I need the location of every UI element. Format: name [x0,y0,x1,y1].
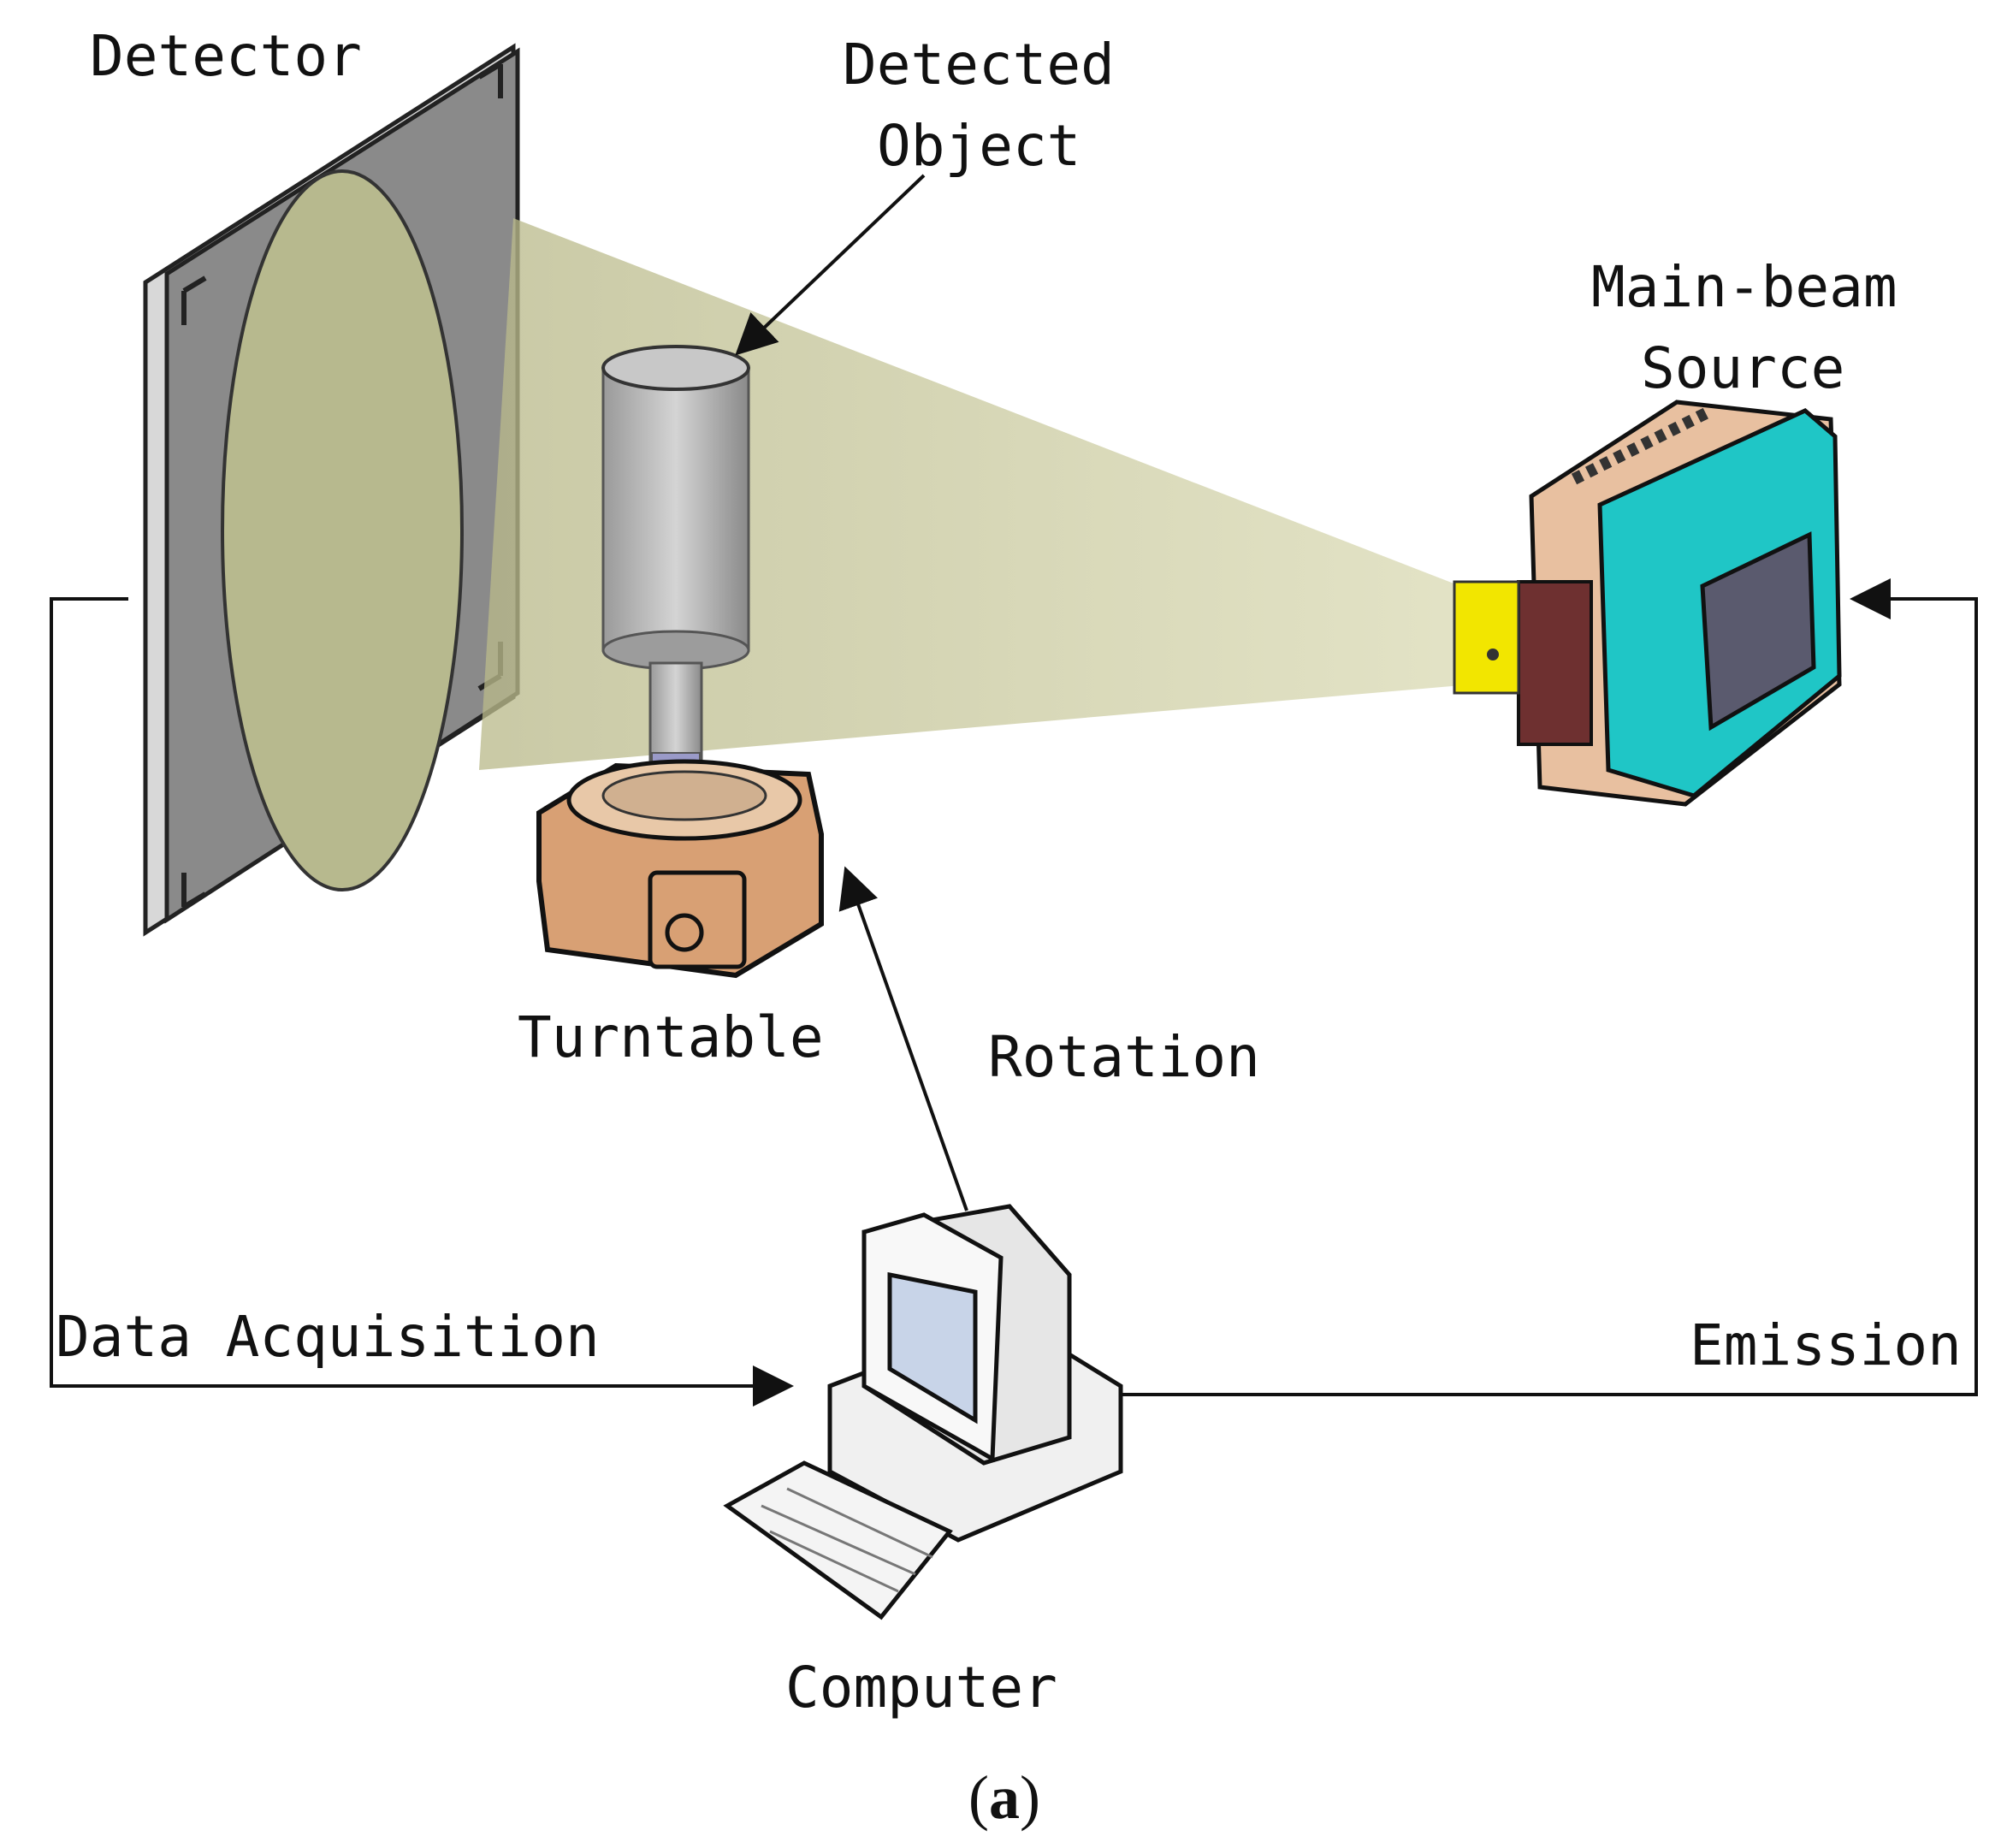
emission-line [1121,578,1978,1396]
detector-icon [143,43,520,937]
caption-letter: a [989,1763,1020,1832]
detector-label: Detector [90,23,362,89]
computer-label: Computer [785,1655,1057,1721]
object-pointer-arrow [735,174,926,356]
figure-caption: (a) [968,1763,1040,1832]
caption-open: ( [968,1763,989,1832]
data-acquisition-label: Data Acquisition [56,1304,600,1370]
data-acquisition-line [50,597,794,1407]
rotation-label: Rotation [988,1024,1260,1090]
caption-close: ) [1020,1763,1040,1832]
source-label-line1: Main-beam [1591,254,1898,320]
rotation-arrow [838,866,968,1211]
computer-icon [723,1204,1123,1620]
emission-label: Emission [1690,1312,1962,1378]
turntable-label: Turntable [518,1004,824,1070]
detected-object-label-line1: Detected [843,32,1115,98]
detected-object-label-line2: Object [877,113,1081,179]
source-label-line2: Source [1641,335,1844,401]
turntable-icon [536,759,824,979]
connector-lines [50,174,1978,1407]
source-icon [1453,400,1842,807]
